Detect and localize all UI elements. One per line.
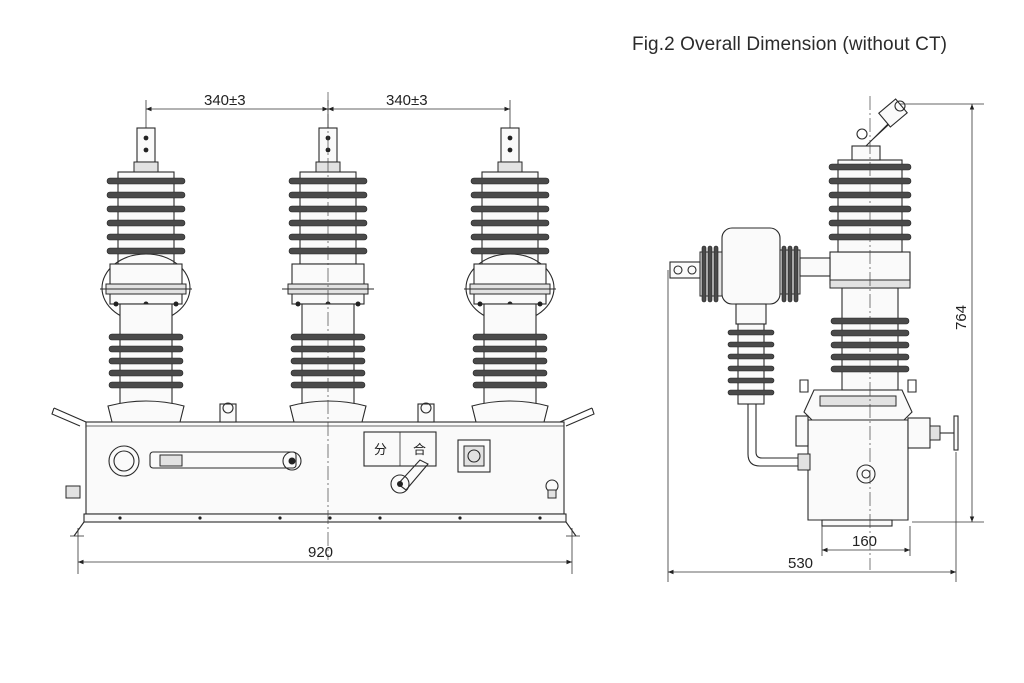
depth-dimension: 530 (667, 270, 957, 582)
flange-bolt (477, 301, 483, 307)
pole-cap (133, 161, 159, 173)
lifting-eye-right (417, 402, 435, 423)
open-close-panel: 分 合 (363, 431, 437, 494)
insulator-shed (106, 177, 186, 185)
insulator-shed (108, 381, 184, 389)
flange-bolt (537, 301, 543, 307)
insulator-shed (727, 377, 775, 384)
insulator-shed (727, 353, 775, 360)
bushing-rib (787, 245, 793, 303)
insulator-shed (470, 247, 550, 255)
insulator-shed (108, 345, 184, 353)
counter-window (457, 439, 491, 473)
flange-bolt (173, 301, 179, 307)
insulator-shed (470, 219, 550, 227)
pole-cap (497, 161, 523, 173)
rail-bolt (198, 516, 202, 520)
terminal-bolt (507, 147, 513, 153)
pole-base (471, 400, 549, 423)
rail-bolt (118, 516, 122, 520)
insulator-shed (470, 205, 550, 213)
pitch-dimension: 340±3 340±3 (145, 92, 511, 128)
dim-depth: 530 (788, 555, 813, 572)
rail-bolt (328, 516, 332, 520)
bushing-ribs (701, 245, 799, 303)
flange-bolt (113, 301, 119, 307)
insulator-shed (106, 205, 186, 213)
insulator-shed (830, 353, 910, 361)
figure-caption: Fig.2 Overall Dimension (without CT) (632, 34, 948, 55)
insulator-shed (472, 357, 548, 365)
front-view: 分 合 340±3 340±3 (51, 92, 595, 574)
side-bushing (669, 227, 831, 471)
insulator-shed (106, 219, 186, 227)
pole (100, 127, 192, 423)
dim-base-width: 160 (852, 533, 877, 550)
pole (464, 127, 556, 423)
insulator-shed (108, 369, 184, 377)
lower-insulator-core (119, 303, 173, 405)
pole-terminal (500, 127, 520, 163)
bushing-rib (701, 245, 707, 303)
bushing-rib (713, 245, 719, 303)
side-view: 764 160 530 (667, 96, 984, 582)
insulator-shed (470, 233, 550, 241)
insulator-shed (106, 191, 186, 199)
flange-bolt (295, 301, 301, 307)
left-terminal-block (65, 485, 81, 499)
base-width-dimension: 160 (821, 526, 911, 556)
terminal-bolt (143, 135, 149, 141)
insulator-shed (727, 389, 775, 396)
dim-pitch-right: 340±3 (386, 92, 428, 109)
overall-width-dimension: 920 (77, 528, 573, 574)
rail-bolt (378, 516, 382, 520)
lower-insulator-core (483, 303, 537, 405)
insulator-shed (472, 333, 548, 341)
rail-bolt (278, 516, 282, 520)
dim-height: 764 (953, 305, 970, 330)
insulator-shed (108, 357, 184, 365)
pole-base (107, 400, 185, 423)
lifting-eye-left (219, 402, 237, 423)
operating-lever (108, 445, 302, 477)
insulator-shed (106, 247, 186, 255)
insulator-shed (727, 341, 775, 348)
rail-bolt (458, 516, 462, 520)
bushing-rib (793, 245, 799, 303)
insulator-shed (472, 369, 548, 377)
bushing-rib (707, 245, 713, 303)
pole-terminal (136, 127, 156, 163)
dim-overall-width: 920 (308, 544, 333, 561)
bushing-rib (781, 245, 787, 303)
close-label: 合 (413, 443, 426, 458)
rail-bolts (118, 516, 542, 520)
insulator-shed (470, 177, 550, 185)
terminal-bolt (507, 135, 513, 141)
insulator-shed (727, 365, 775, 372)
hanging-insulator (727, 323, 775, 405)
open-label: 分 (374, 443, 387, 458)
insulator-shed (470, 191, 550, 199)
insulator-shed (727, 329, 775, 336)
insulator-shed (472, 381, 548, 389)
height-dimension: 764 (900, 103, 984, 523)
rail-bolt (538, 516, 542, 520)
insulator-shed (106, 233, 186, 241)
flange-bolt (355, 301, 361, 307)
insulator-shed (108, 333, 184, 341)
dim-pitch-left: 340±3 (204, 92, 246, 109)
insulator-shed (472, 345, 548, 353)
ground-terminal (545, 479, 559, 499)
terminal-bolt (143, 147, 149, 153)
